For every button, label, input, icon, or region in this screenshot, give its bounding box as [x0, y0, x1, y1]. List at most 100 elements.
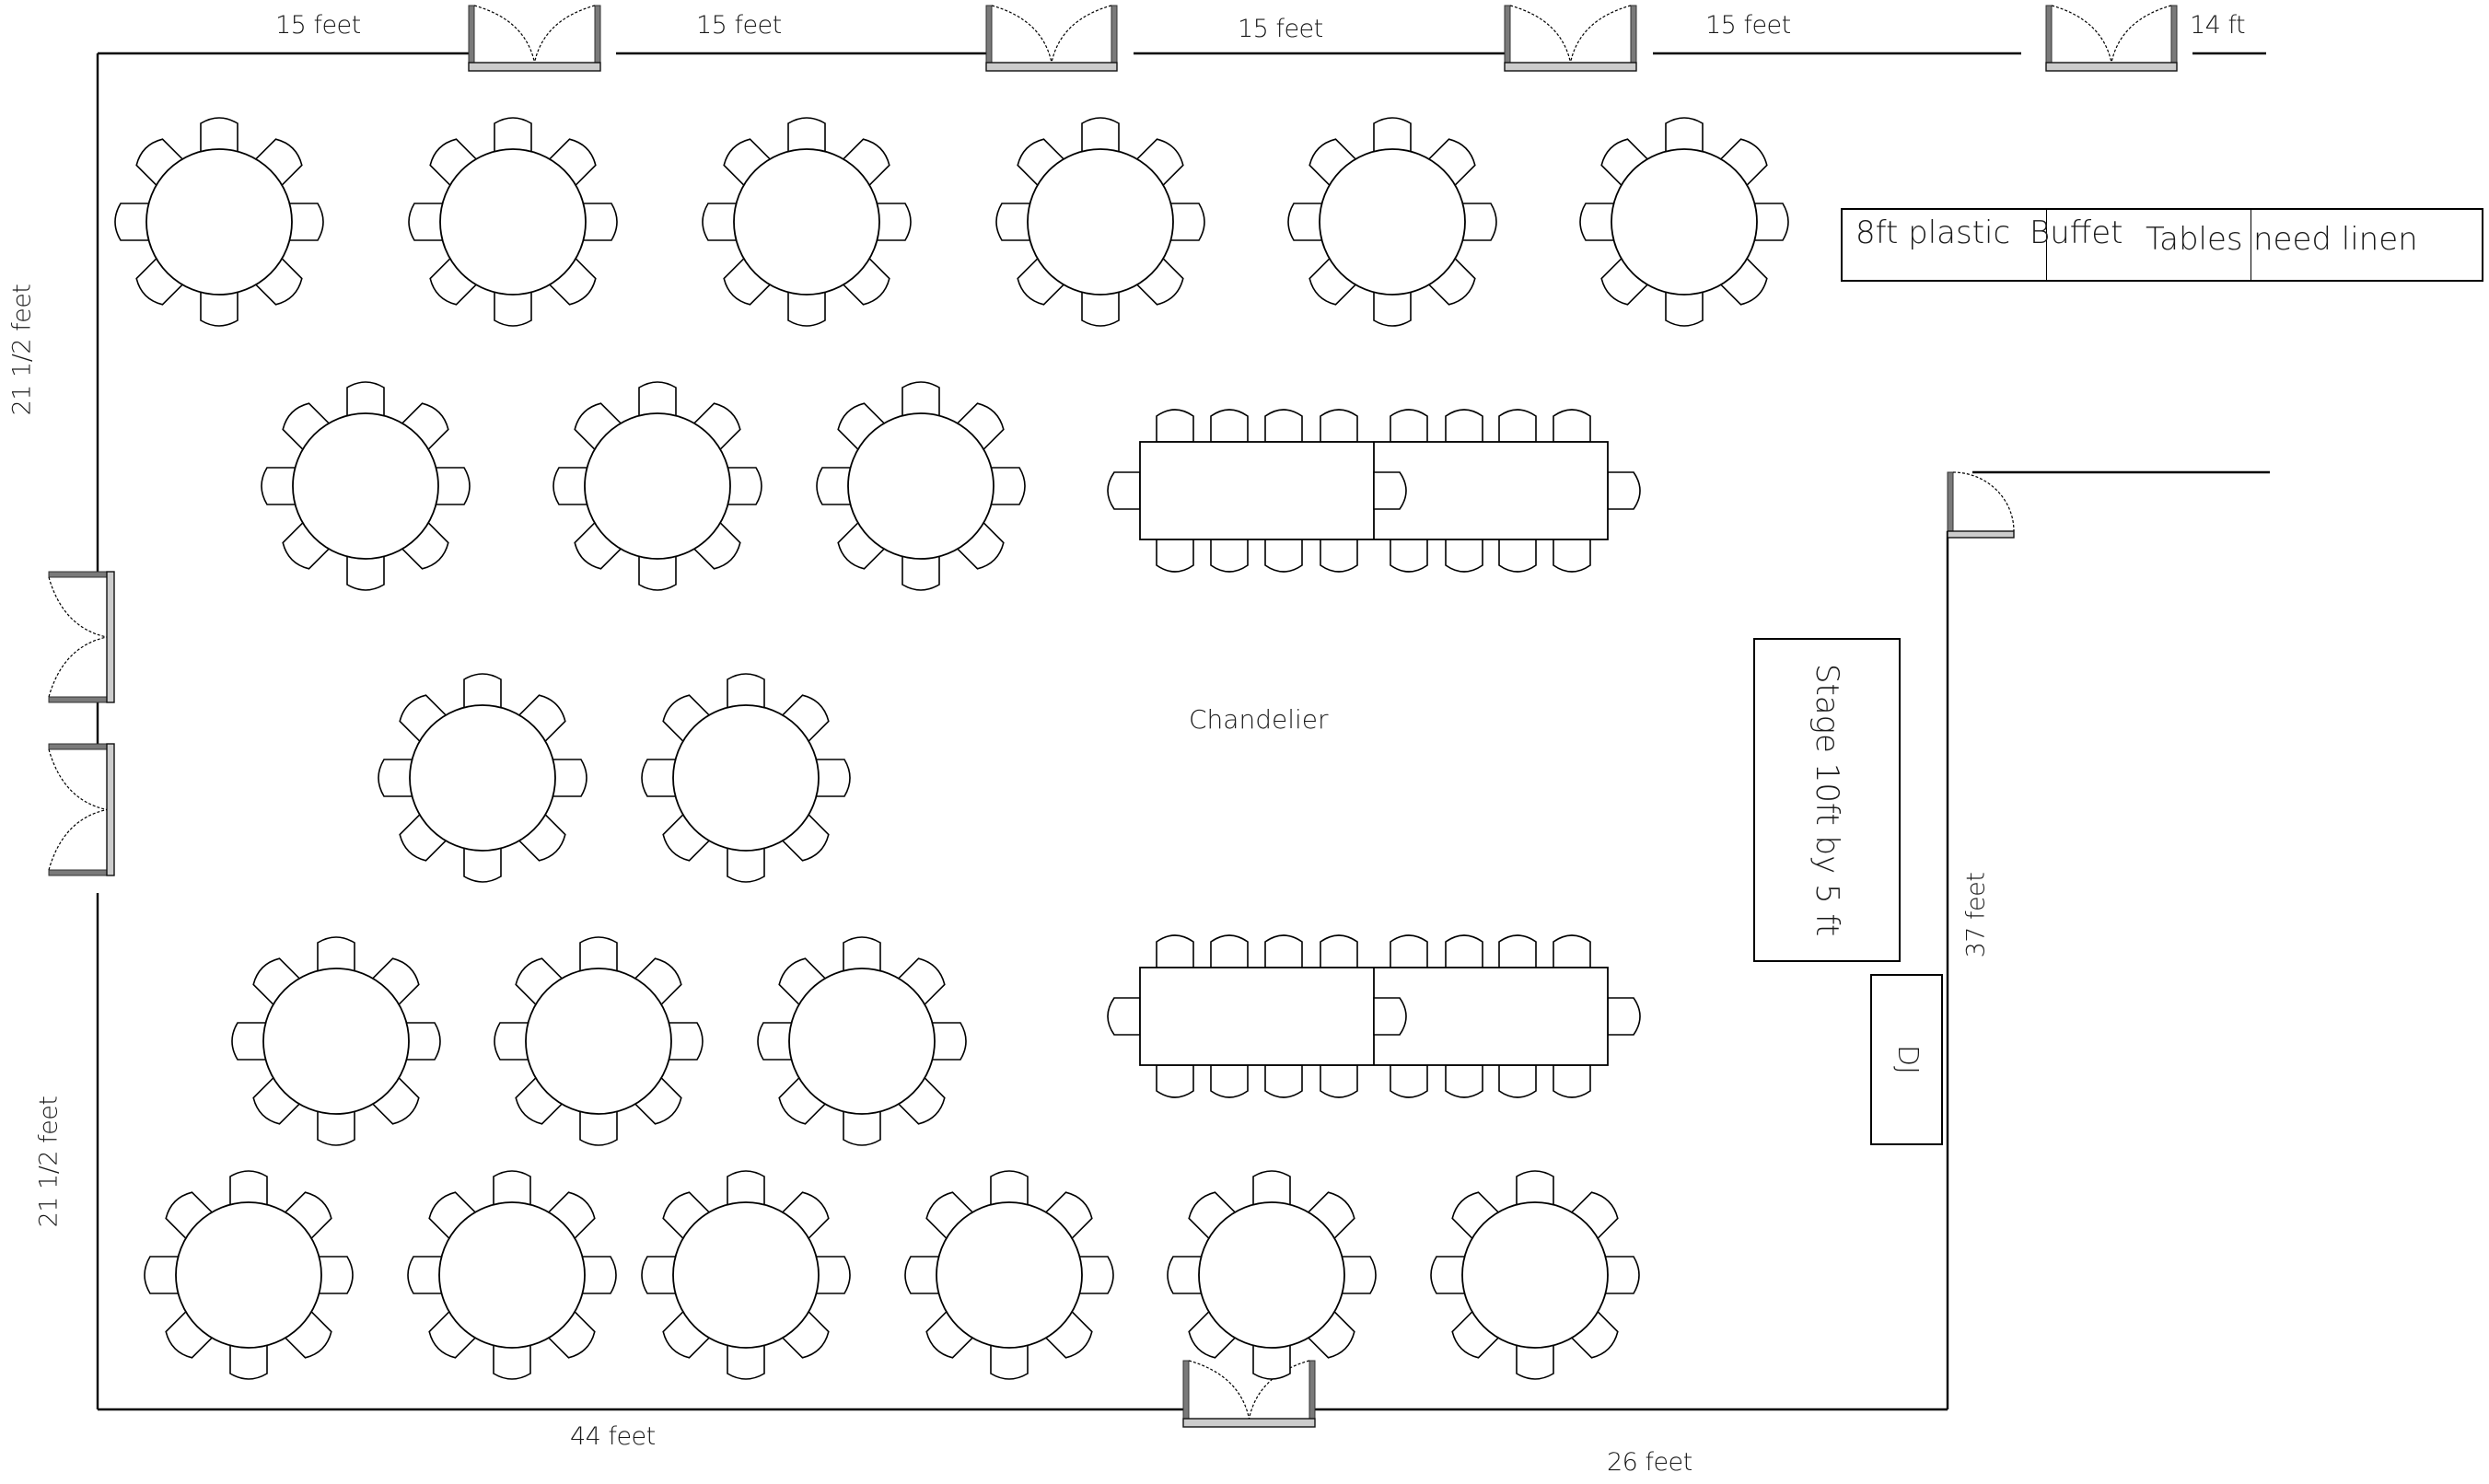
chair-seat	[545, 1308, 596, 1359]
chair-seat	[429, 138, 480, 189]
chair-seat	[727, 673, 765, 712]
chair-seat	[494, 1022, 532, 1061]
buffet-note-tables: Tables	[2146, 221, 2243, 258]
dimension-top-2: 15 feet	[696, 11, 782, 40]
chair	[1373, 471, 1407, 510]
chair-seat	[1425, 255, 1476, 306]
chair-seat	[165, 1308, 215, 1359]
chair-seat	[727, 844, 765, 883]
chair-seat	[787, 288, 826, 327]
chair	[1390, 1064, 1428, 1098]
chair	[1665, 288, 1704, 327]
chair	[493, 1170, 531, 1209]
chair-seat	[200, 288, 238, 327]
chair-seat	[990, 1341, 1029, 1380]
chair-seat	[1601, 1256, 1640, 1294]
chair	[1210, 1064, 1249, 1098]
chair-seat	[402, 1022, 441, 1061]
chair-seat	[779, 1191, 830, 1242]
chair	[1017, 138, 1067, 189]
banquet-table	[1107, 409, 1641, 573]
chair	[407, 1256, 446, 1294]
round-tabletop	[847, 412, 994, 560]
chair	[779, 1191, 830, 1242]
round-table	[995, 117, 1205, 327]
chair-seat	[1305, 1191, 1355, 1242]
round-table	[378, 673, 587, 883]
chair-seat	[432, 467, 471, 505]
chair	[552, 467, 591, 505]
chair	[723, 255, 773, 306]
chair-seat	[723, 255, 773, 306]
door-swing-arc	[2051, 5, 2112, 64]
chair-seat	[494, 117, 532, 156]
buffet-divider	[2046, 210, 2047, 280]
chair	[516, 811, 566, 862]
chair-seat	[779, 811, 830, 862]
door-swing-arc	[1248, 1360, 1310, 1420]
chair-seat	[1373, 117, 1412, 156]
chair	[1451, 1308, 1502, 1359]
dimension-left-upper: 21 1/2 feet	[7, 284, 37, 416]
chair	[1451, 1191, 1502, 1242]
chair	[282, 519, 332, 570]
chair	[954, 519, 1005, 570]
double-door	[2045, 5, 2178, 72]
chair	[428, 1308, 479, 1359]
chair	[928, 1022, 967, 1061]
chair	[428, 1191, 479, 1242]
chair	[574, 402, 624, 453]
chair	[1167, 1256, 1205, 1294]
chair-seat	[252, 138, 303, 189]
chair	[837, 519, 888, 570]
chair	[252, 957, 303, 1008]
chair-seat	[282, 402, 332, 453]
dimension-bottom-left: 44 feet	[570, 1422, 656, 1451]
chair-seat	[378, 759, 416, 797]
chair-seat	[987, 467, 1026, 505]
chair-seat	[1568, 1308, 1619, 1359]
chair	[1264, 409, 1303, 443]
chair	[1601, 1256, 1640, 1294]
chair	[662, 1191, 713, 1242]
chair-seat	[779, 694, 830, 745]
chair-seat	[399, 694, 449, 745]
chair-seat	[1252, 1341, 1291, 1380]
chair	[1600, 255, 1651, 306]
door-swing-arc	[48, 808, 108, 871]
chair-seat	[231, 1022, 270, 1061]
chair	[399, 519, 449, 570]
chair-seat	[954, 402, 1005, 453]
door-leaf	[2045, 5, 2053, 64]
chair-seat	[114, 203, 153, 241]
round-tabletop	[409, 704, 556, 852]
chair	[165, 1308, 215, 1359]
chair-seat	[135, 255, 186, 306]
chair	[579, 1107, 618, 1146]
buffet-table-box	[1841, 208, 2483, 282]
single-door	[1947, 471, 2015, 539]
chair	[641, 1256, 680, 1294]
chair	[200, 288, 238, 327]
chair-seat	[369, 1074, 420, 1125]
dimension-top-3: 15 feet	[1238, 15, 1323, 43]
door-swing-arc	[1569, 5, 1632, 64]
chair	[282, 402, 332, 453]
chair	[200, 117, 238, 156]
chair	[399, 811, 449, 862]
chair	[1445, 934, 1483, 968]
chair-seat	[632, 1074, 682, 1125]
chair	[516, 694, 566, 745]
chair-seat	[901, 552, 940, 591]
round-table	[1430, 1170, 1640, 1380]
chair	[787, 117, 826, 156]
chair-seat	[1167, 203, 1205, 241]
door-leaf	[1947, 471, 1954, 532]
chair-seat	[317, 936, 355, 975]
round-tabletop	[292, 412, 439, 560]
round-table	[702, 117, 912, 327]
chair	[546, 255, 597, 306]
chair	[816, 467, 855, 505]
chair	[1445, 409, 1483, 443]
chair-seat	[135, 138, 186, 189]
